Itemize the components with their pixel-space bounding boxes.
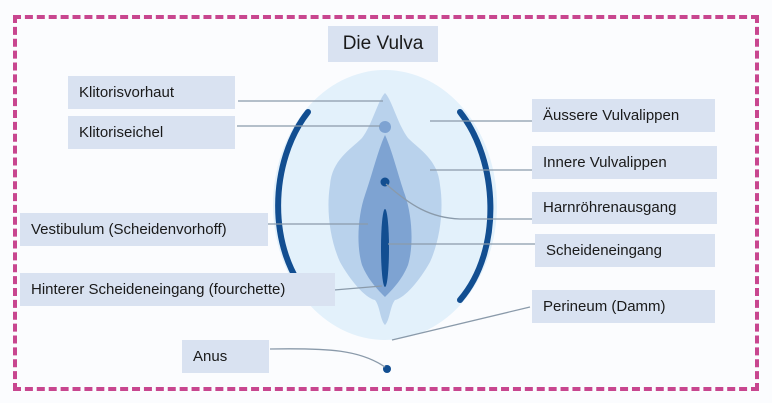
clitoris-glans — [379, 121, 391, 133]
label-aeussere-vulvalippen: Äussere Vulvalippen — [532, 99, 715, 132]
vaginal-opening — [381, 209, 389, 287]
label-harnroehrenausgang: Harnröhrenausgang — [532, 192, 717, 224]
leader-anus — [269, 348, 386, 368]
leader-harnroehre — [385, 183, 532, 220]
label-scheideneingang: Scheideneingang — [535, 234, 715, 267]
dashed-frame — [13, 15, 759, 391]
label-vestibulum: Vestibulum (Scheidenvorhoff) — [20, 213, 268, 246]
label-hinterer-scheideneingang: Hinterer Scheideneingang (fourchette) — [20, 273, 335, 306]
label-anus: Anus — [182, 340, 269, 373]
leader-perineum — [391, 306, 531, 341]
right-arc — [457, 109, 494, 303]
label-klitoriseichel: Klitoriseichel — [68, 116, 235, 149]
label-innere-vulvalippen: Innere Vulvalippen — [532, 146, 717, 179]
diagram-title: Die Vulva — [328, 26, 438, 62]
label-perineum: Perineum (Damm) — [532, 290, 715, 323]
label-klitorisvorhaut: Klitorisvorhaut — [68, 76, 235, 109]
